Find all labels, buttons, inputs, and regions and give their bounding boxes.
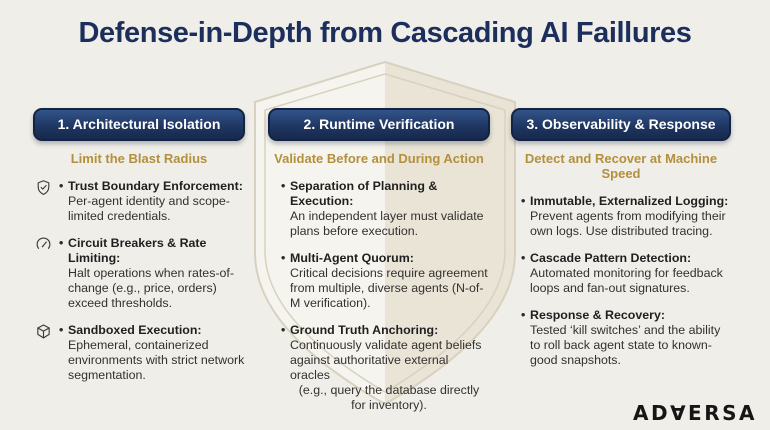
item-body: Per-agent identity and scope-limited cre… bbox=[68, 194, 230, 223]
item-title: Separation of Planning & Execution: bbox=[290, 179, 438, 208]
item-body: Prevent agents from modifying their own … bbox=[530, 209, 726, 238]
gauge-icon bbox=[35, 236, 53, 253]
list-item: • Multi-Agent Quorum: Critical decisions… bbox=[281, 251, 488, 311]
bullet-marker: • bbox=[521, 194, 526, 208]
item-body: Ephemeral, containerized environments wi… bbox=[68, 338, 245, 382]
adversa-logo: AD∀ERSA bbox=[632, 401, 757, 425]
column1-header-pill: 1. Architectural Isolation bbox=[33, 108, 245, 141]
list-item: • Immutable, Externalized Logging: Preve… bbox=[521, 194, 731, 239]
item-body-centered: (e.g., query the database directly for i… bbox=[298, 383, 480, 412]
list-item: • Sandboxed Execution: Ephemeral, contai… bbox=[35, 323, 245, 383]
list-item: • Response & Recovery: Tested ‘kill swit… bbox=[521, 308, 731, 368]
item-body: Automated monitoring for feedback loops … bbox=[530, 266, 723, 295]
shield-check-icon bbox=[35, 179, 53, 196]
item-title: Ground Truth Anchoring: bbox=[290, 323, 439, 337]
item-title: Immutable, Externalized Logging: bbox=[530, 194, 729, 208]
item-body: An independent layer must validate plans… bbox=[290, 209, 484, 238]
bullet-marker: • bbox=[59, 179, 64, 193]
column1-subtitle: Limit the Blast Radius bbox=[70, 151, 208, 166]
item-body: Halt operations when rates-of-change (e.… bbox=[68, 266, 234, 310]
page-title: Defense-in-Depth from Cascading AI Faill… bbox=[78, 17, 692, 49]
column3-header-pill: 3. Observability & Response bbox=[511, 108, 731, 141]
list-item: • Ground Truth Anchoring: Continuously v… bbox=[281, 323, 488, 413]
item-title: Cascade Pattern Detection: bbox=[530, 251, 692, 265]
item-title: Circuit Breakers & Rate Limiting: bbox=[68, 236, 207, 265]
item-title: Trust Boundary Enforcement: bbox=[68, 179, 243, 193]
cube-icon bbox=[35, 323, 53, 340]
bullet-marker: • bbox=[281, 323, 286, 337]
column3-subtitle: Detect and Recover at Machine Speed bbox=[524, 151, 718, 181]
column2-header-pill: 2. Runtime Verification bbox=[268, 108, 490, 141]
bullet-marker: • bbox=[59, 236, 64, 250]
list-item: • Separation of Planning & Execution: An… bbox=[281, 179, 488, 239]
column-runtime-verification: 2. Runtime Verification Validate Before … bbox=[268, 108, 490, 425]
list-item: • Cascade Pattern Detection: Automated m… bbox=[521, 251, 731, 296]
item-title: Sandboxed Execution: bbox=[68, 323, 202, 337]
item-title: Multi-Agent Quorum: bbox=[290, 251, 414, 265]
item-body: Critical decisions require agreement fro… bbox=[290, 266, 488, 310]
item-body: Tested ‘kill switches’ and the ability t… bbox=[530, 323, 721, 367]
bullet-marker: • bbox=[521, 251, 526, 265]
item-title: Response & Recovery: bbox=[530, 308, 665, 322]
bullet-marker: • bbox=[281, 179, 286, 193]
bullet-marker: • bbox=[281, 251, 286, 265]
column2-subtitle: Validate Before and During Action bbox=[274, 151, 484, 166]
bullet-marker: • bbox=[59, 323, 64, 337]
bullet-marker: • bbox=[521, 308, 526, 322]
list-item: • Circuit Breakers & Rate Limiting: Halt… bbox=[35, 236, 245, 311]
item-body: Continuously validate agent beliefs agai… bbox=[290, 338, 482, 382]
column-observability-response: 3. Observability & Response Detect and R… bbox=[511, 108, 731, 380]
list-item: • Trust Boundary Enforcement: Per-agent … bbox=[35, 179, 245, 224]
column-architectural-isolation: 1. Architectural Isolation Limit the Bla… bbox=[33, 108, 245, 395]
